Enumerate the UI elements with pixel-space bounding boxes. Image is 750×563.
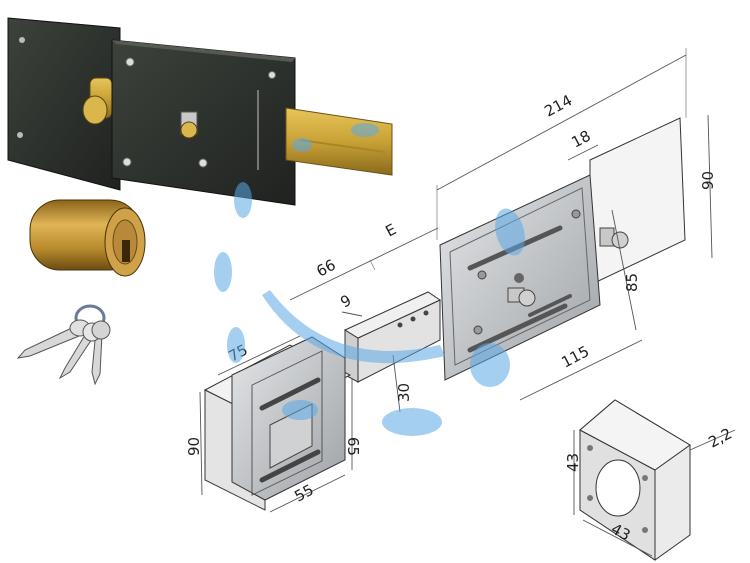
dim-9: 9 <box>337 291 354 311</box>
cylinder-icon <box>29 199 146 277</box>
watermark-logo <box>214 123 525 436</box>
dim-90-right: 90 <box>699 171 717 190</box>
dim-30: 30 <box>395 383 413 402</box>
rosette-plate-drawing <box>579 399 691 561</box>
rim-lock-icon <box>7 17 393 206</box>
dim-18: 18 <box>568 127 593 152</box>
keys-icon <box>16 304 111 386</box>
dim-214: 214 <box>541 91 575 120</box>
keeper-drawing <box>203 336 352 511</box>
dim-90-keeper: 90 <box>185 437 203 456</box>
main-lock-drawing <box>343 117 686 383</box>
dim-66: 66 <box>313 256 338 281</box>
dim-65: 65 <box>344 437 362 456</box>
dim-85-body: 85 <box>623 273 641 292</box>
dimension-lines <box>199 48 736 557</box>
dim-e: E <box>382 220 399 240</box>
dim-2-2: 2,2 <box>705 424 735 451</box>
dim-43-vertical: 43 <box>564 453 582 472</box>
